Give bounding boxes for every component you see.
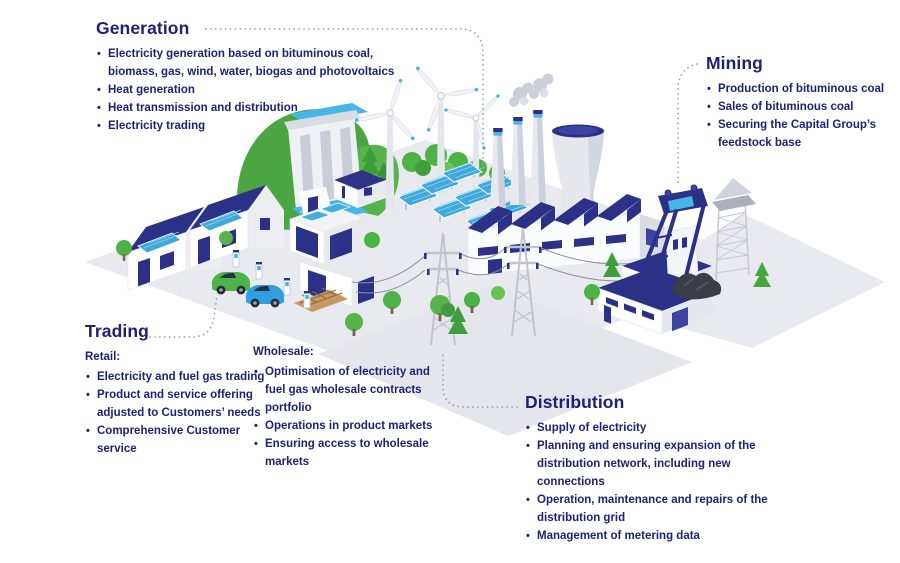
- chimneys: [490, 110, 546, 208]
- generation-title: Generation: [96, 18, 190, 38]
- list-item: Optimisation of electricity and fuel gas…: [253, 363, 433, 417]
- generation-section: Generation Electricity generation based …: [96, 17, 396, 135]
- mine-lattice-tower: [712, 178, 756, 281]
- list-item: Electricity trading: [96, 117, 396, 135]
- ev-chargers: [232, 250, 311, 309]
- distribution-section: Distribution Supply of electricity Plann…: [525, 391, 785, 545]
- list-item: Operations in product markets: [253, 417, 433, 435]
- list-item: Electricity and fuel gas trading: [85, 368, 265, 386]
- coal-power-plant: [467, 73, 664, 277]
- list-item: Supply of electricity: [525, 419, 785, 437]
- list-item: Electricity generation based on bitumino…: [96, 45, 396, 81]
- list-item: Planning and ensuring expansion of the d…: [525, 437, 785, 491]
- distribution-title: Distribution: [525, 392, 625, 412]
- electric-cars: [211, 272, 285, 308]
- smoke: [509, 73, 554, 107]
- cooling-tower: [552, 124, 604, 216]
- list-item: Production of bituminous coal: [706, 80, 892, 98]
- trading-wholesale-column: Wholesale: Optimisation of electricity a…: [253, 346, 433, 471]
- factory-hall: [467, 194, 664, 277]
- mine-buildings: [597, 268, 716, 335]
- list-item: Operation, maintenance and repairs of th…: [525, 491, 785, 527]
- distribution-connector: [442, 351, 518, 408]
- trading-wholesale-list: Optimisation of electricity and fuel gas…: [253, 363, 433, 471]
- list-item: Ensuring access to wholesale markets: [253, 435, 433, 471]
- generation-connector: [205, 28, 484, 167]
- list-item: Heat generation: [96, 81, 396, 99]
- section-connectors: [149, 28, 698, 408]
- generation-list: Electricity generation based on bitumino…: [96, 45, 396, 135]
- list-item: Management of metering data: [525, 527, 785, 545]
- list-item: Comprehensive Customer service: [85, 422, 265, 458]
- trading-retail-label: Retail:: [85, 351, 121, 363]
- list-item: Securing the Capital Group’s feedstock b…: [706, 116, 892, 152]
- utility-building: [333, 170, 386, 209]
- list-item: Heat transmission and distribution: [96, 99, 396, 117]
- mining-title: Mining: [706, 53, 763, 73]
- power-lines: [351, 247, 653, 294]
- list-item: Sales of bituminous coal: [706, 98, 892, 116]
- list-item: Product and service offering adjusted to…: [85, 386, 265, 422]
- mining-connector: [677, 63, 698, 187]
- distribution-list: Supply of electricity Planning and ensur…: [525, 419, 785, 545]
- trading-connector: [149, 295, 218, 338]
- mining-section: Mining Production of bituminous coal Sal…: [706, 52, 892, 152]
- trading-title: Trading: [85, 321, 149, 341]
- mining-complex: [584, 178, 771, 335]
- trading-retail-list: Electricity and fuel gas trading Product…: [85, 368, 265, 458]
- trading-wholesale-label: Wholesale:: [253, 346, 314, 358]
- mining-list: Production of bituminous coal Sales of b…: [706, 80, 892, 152]
- trading-section: Trading Retail: Electricity and fuel gas…: [85, 320, 265, 458]
- trees: [116, 231, 505, 336]
- coal-pile: [672, 272, 722, 300]
